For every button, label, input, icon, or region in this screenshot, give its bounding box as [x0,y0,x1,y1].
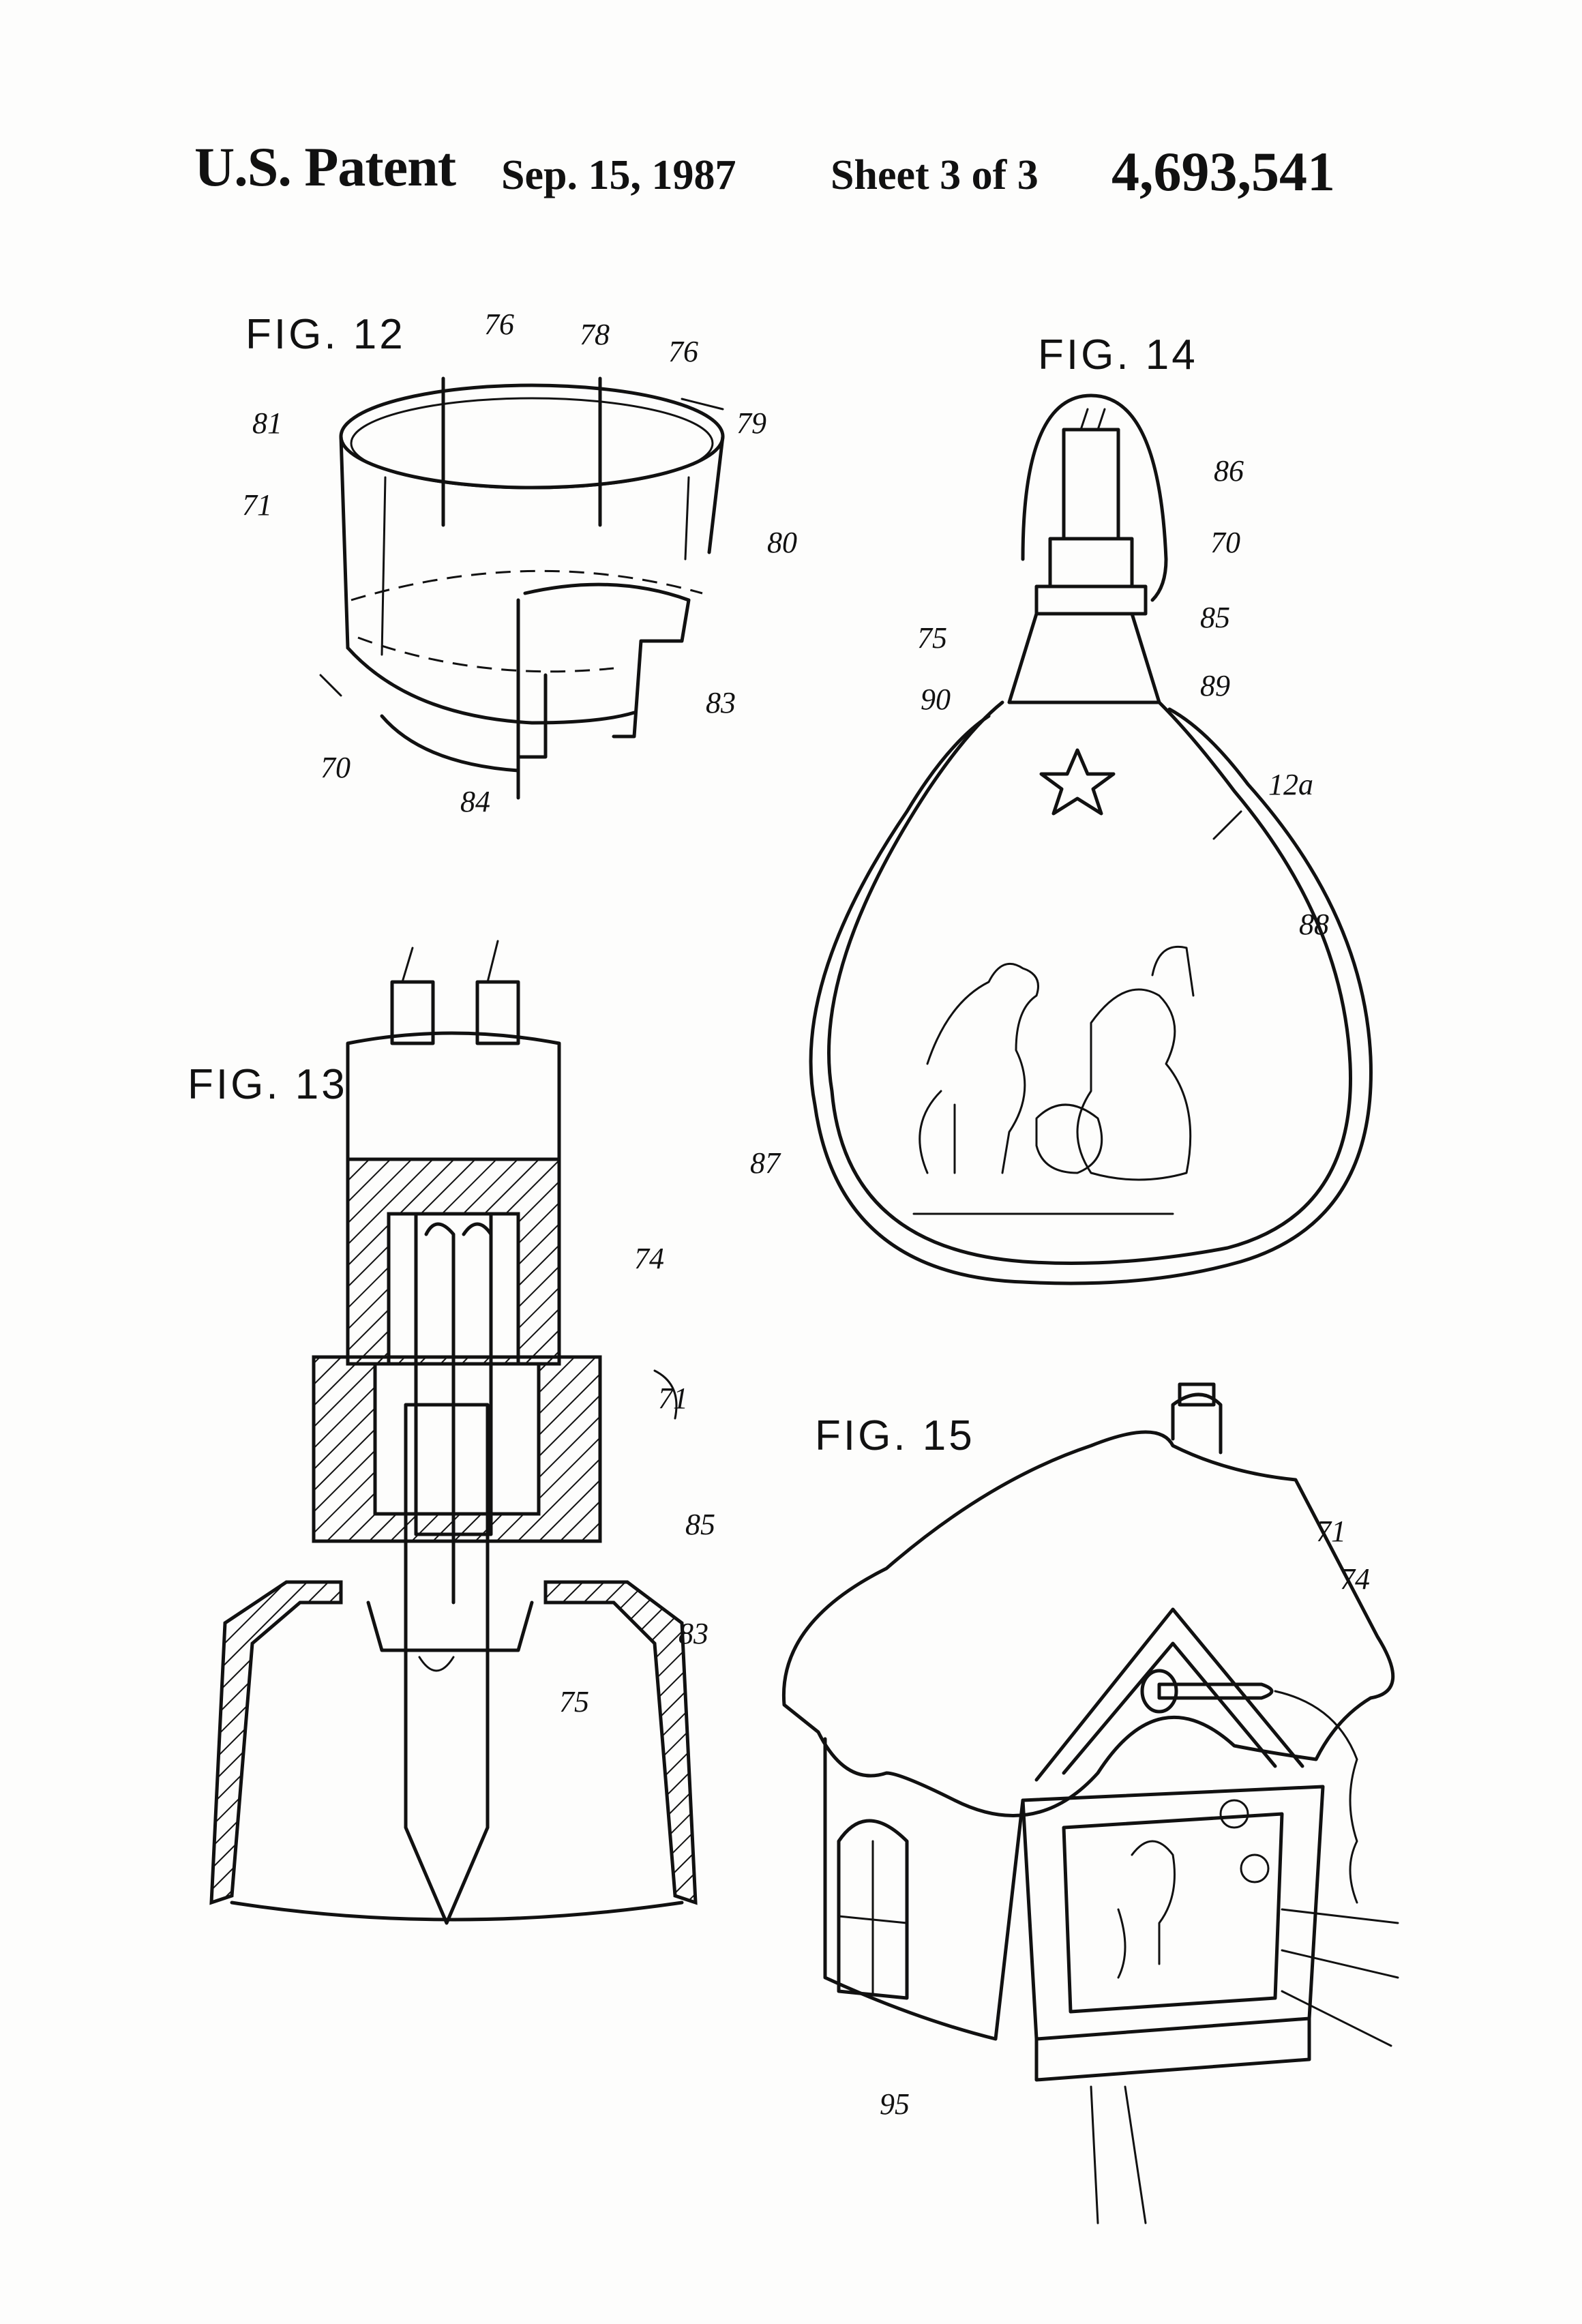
fig14-ref-86: 86 [1214,454,1244,488]
fig12-ref-79: 79 [736,406,766,440]
fig14-ref-75: 75 [917,621,947,655]
fig12-drawing [319,376,725,800]
fig12-label: FIG. 12 [245,311,406,358]
header-patent-label: U.S. Patent [194,136,456,198]
fig13-ref-74: 74 [634,1242,664,1275]
fig12-ref-80: 80 [767,526,797,559]
fig15-ref-71: 71 [1316,1515,1346,1548]
fig14-ref-70: 70 [1210,526,1240,559]
fig15-ref-95: 95 [880,2087,910,2121]
fig14-ref-89: 89 [1200,669,1230,702]
fig12-ref-70: 70 [320,751,350,784]
fig13-ref-75: 75 [559,1685,589,1718]
fig13-ref-71: 71 [658,1382,688,1415]
fig15-drawing [781,1382,1399,2224]
fig12-ref-76-right: 76 [668,335,698,368]
header-sheet-number: Sheet 3 of 3 [831,152,1039,198]
header-date: Sep. 15, 1987 [501,152,736,198]
fig12-ref-78: 78 [580,318,610,351]
fig14-ref-87: 87 [750,1146,780,1180]
fig13-drawing [209,940,698,1925]
header-patent-number: 4,693,541 [1111,140,1335,203]
fig14-ref-88: 88 [1299,908,1329,941]
fig15-label: FIG. 15 [815,1412,975,1459]
fig13-label: FIG. 13 [188,1061,348,1108]
fig15-ref-74: 74 [1340,1562,1370,1596]
fig14-drawing [809,393,1373,1285]
fig14-ref-90: 90 [921,683,951,716]
fig14-ref-85: 85 [1200,601,1230,634]
fig14-ref-12a: 12a [1268,768,1313,801]
fig12-ref-81: 81 [252,406,282,440]
fig12-ref-76-left: 76 [484,308,514,341]
fig12-ref-84: 84 [460,785,490,818]
fig12-ref-71: 71 [242,488,272,522]
fig13-ref-85: 85 [685,1508,715,1541]
fig14-label: FIG. 14 [1038,331,1198,378]
fig12-ref-83: 83 [706,686,736,719]
fig13-ref-83: 83 [678,1617,708,1650]
